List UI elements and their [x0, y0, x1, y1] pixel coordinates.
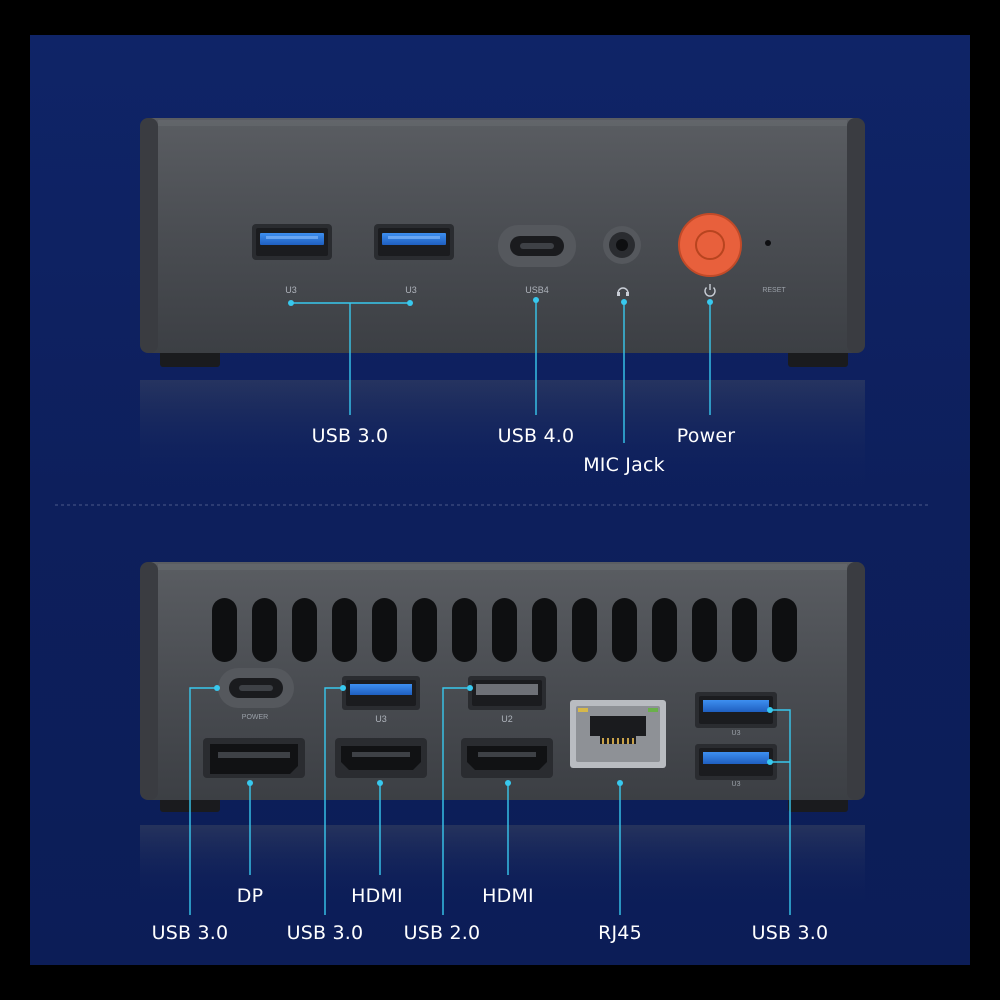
front-chassis-left-edge — [140, 118, 158, 353]
rear-chassis-left-edge — [140, 562, 158, 800]
front-port-label-reset: RESET — [762, 287, 786, 294]
callout-usb30-rear-left: USB 3.0 — [151, 922, 229, 944]
front-port-label-u3-right: U3 — [405, 285, 417, 295]
callout-usb20: USB 2.0 — [403, 922, 481, 944]
front-port-label-usb4: USB4 — [525, 285, 549, 295]
rear-chassis-highlight — [158, 564, 847, 570]
product-image-panel: U3 U3 USB4 RESET POWER U3 U2 U3 U3 USB 3… — [30, 35, 970, 965]
rear-usb2-port — [468, 676, 546, 710]
rear-rj45-port — [570, 700, 666, 768]
front-usb4-port — [498, 225, 576, 267]
callout-hdmi-2: HDMI — [482, 885, 534, 907]
callout-usb30-rear-right: USB 3.0 — [751, 922, 829, 944]
rear-hdmi-port-1 — [335, 738, 427, 778]
callout-usb30-front: USB 3.0 — [311, 425, 389, 447]
rear-port-label-u3: U3 — [375, 714, 387, 724]
callout-dp: DP — [236, 885, 264, 907]
rear-callout-dots — [214, 685, 773, 786]
rear-hdmi-port-2 — [461, 738, 553, 778]
callout-usb30-rear-mid: USB 3.0 — [286, 922, 364, 944]
front-callout-dots — [288, 297, 713, 306]
headphone-icon — [617, 287, 629, 296]
power-glyph-icon — [704, 284, 716, 297]
front-chassis-highlight — [158, 120, 847, 126]
front-callout-lines — [291, 300, 711, 443]
front-power-button — [678, 213, 742, 277]
rear-displayport-port — [203, 738, 305, 778]
rear-chassis-right-edge — [847, 562, 865, 800]
rear-port-label-u3-bottom-right: U3 — [731, 781, 741, 788]
callout-hdmi-1: HDMI — [351, 885, 403, 907]
front-unit — [140, 118, 865, 490]
rear-usb3-port — [342, 676, 420, 710]
front-usb3-port-left — [252, 224, 332, 260]
rear-usb3-port-right-bottom — [695, 744, 777, 780]
rear-power-usbc-port — [218, 668, 294, 708]
callout-usb40: USB 4.0 — [497, 425, 575, 447]
front-reflection — [140, 380, 865, 490]
callout-rj45: RJ45 — [598, 922, 642, 944]
rear-vent-slots — [212, 598, 797, 662]
rear-reflection — [140, 825, 865, 905]
rear-port-label-u3-top-right: U3 — [731, 730, 741, 737]
front-usb3-port-right — [374, 224, 454, 260]
front-mic-jack — [603, 226, 641, 264]
rear-callout-lines — [189, 687, 791, 915]
front-reset-hole — [765, 240, 771, 246]
front-port-label-u3-left: U3 — [285, 285, 297, 295]
rear-port-label-power: POWER — [241, 714, 269, 721]
callout-mic-jack: MIC Jack — [583, 454, 665, 476]
rear-usb3-port-right-top — [695, 692, 777, 728]
front-chassis-right-edge — [847, 118, 865, 353]
callout-power: Power — [676, 425, 736, 447]
rear-port-label-u2: U2 — [501, 714, 513, 724]
rear-unit — [140, 562, 865, 905]
